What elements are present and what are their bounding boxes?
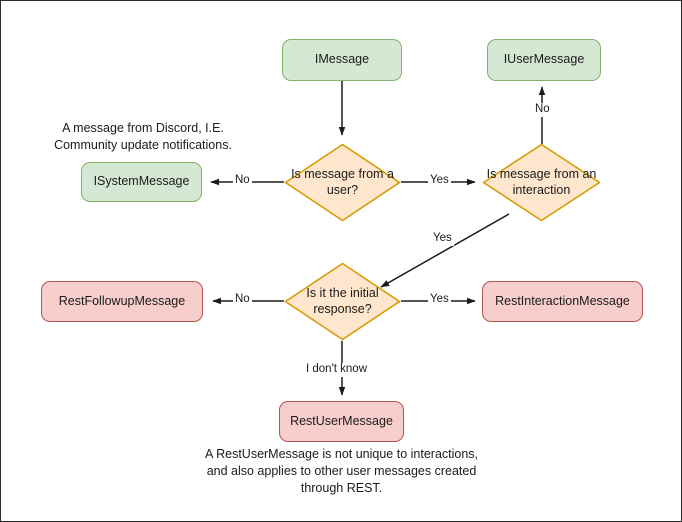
decision-interaction-label: Is message from an interaction xyxy=(486,166,597,197)
node-decision-interaction[interactable]: Is message from an interaction xyxy=(482,143,601,222)
node-restinteractionmessage-label: RestInteractionMessage xyxy=(495,293,630,308)
node-isystemmessage-label: ISystemMessage xyxy=(93,174,190,189)
node-iusermessage[interactable]: IUserMessage xyxy=(487,39,601,81)
decision-user-label: Is message from a user? xyxy=(291,166,394,197)
node-decision-user[interactable]: Is message from a user? xyxy=(284,143,401,222)
node-iusermessage-label: IUserMessage xyxy=(503,52,585,67)
node-restusermessage-label: RestUserMessage xyxy=(290,413,393,428)
node-restfollowupmessage-label: RestFollowupMessage xyxy=(58,293,186,308)
decision-user-shape xyxy=(284,143,401,222)
decision-interaction-shape xyxy=(482,143,601,222)
edge-label-interaction-yes: Yes xyxy=(431,232,454,246)
node-restfollowupmessage[interactable]: RestFollowupMessage xyxy=(41,281,203,322)
edge-label-initial-unknown: I don't know xyxy=(304,363,370,377)
note-rest-user-message: A RestUserMessage is not unique to inter… xyxy=(204,447,479,495)
edge-label-user-no: No xyxy=(233,174,252,188)
node-decision-initial[interactable]: Is it the initial response? xyxy=(284,262,401,341)
node-imessage[interactable]: IMessage xyxy=(282,39,402,81)
node-imessage-label: IMessage xyxy=(314,52,370,67)
decision-initial-shape xyxy=(284,262,401,341)
edge-label-initial-yes: Yes xyxy=(428,293,451,307)
node-restinteractionmessage[interactable]: RestInteractionMessage xyxy=(482,281,643,322)
note-system-message: A message from Discord, I.E. Community u… xyxy=(54,121,232,152)
edge-label-interaction-no: No xyxy=(533,103,552,117)
node-isystemmessage[interactable]: ISystemMessage xyxy=(81,162,202,202)
node-restusermessage[interactable]: RestUserMessage xyxy=(279,401,404,442)
edge-label-initial-no: No xyxy=(233,293,252,307)
edge-label-user-yes: Yes xyxy=(428,174,451,188)
decision-initial-label: Is it the initial response? xyxy=(306,285,379,316)
